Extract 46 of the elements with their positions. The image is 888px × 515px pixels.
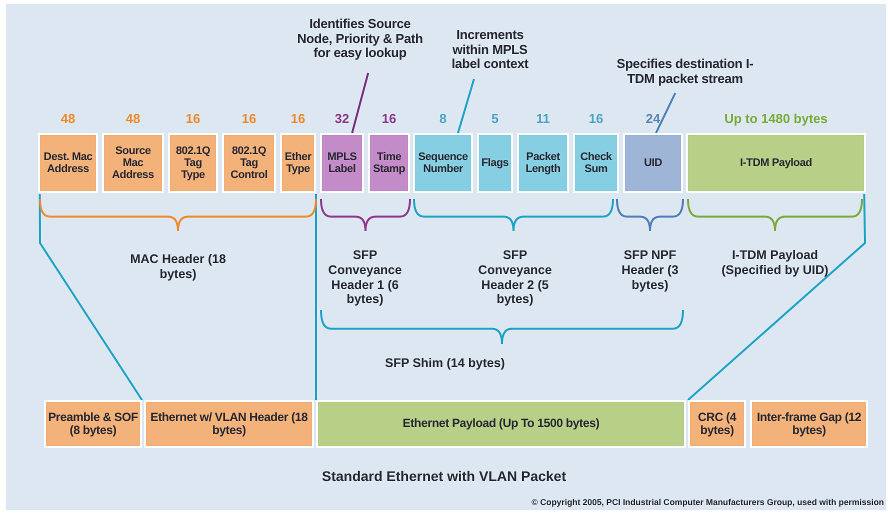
frame-segment-box: Ethernet w/ VLAN Header (18 bytes) — [144, 400, 314, 448]
field-box: UID — [623, 133, 683, 193]
bit-count: 48 — [60, 111, 76, 126]
bit-count: 8 — [438, 111, 448, 126]
frame-segment-box: Preamble & SOF (8 bytes) — [44, 400, 142, 448]
field-box: I-TDM Payload — [686, 133, 866, 193]
bit-count: 16 — [184, 111, 202, 126]
brace-label: SFP Conveyance Header 1 (6 bytes) — [327, 248, 403, 307]
field-box: Packet Length — [517, 133, 569, 193]
expansion-line — [315, 194, 317, 400]
brace-label: SFP Shim (14 bytes) — [384, 356, 506, 371]
field-box: Time Stamp — [368, 133, 410, 193]
brace-label: SFP NPF Header (3 bytes) — [620, 248, 680, 292]
field-box: Sequence Number — [413, 133, 473, 193]
field-box: 802.1Q Tag Control — [222, 133, 276, 193]
leader-line — [655, 92, 676, 134]
bit-count: 16 — [290, 111, 306, 126]
annotation-text: Increments within MPLS label context — [440, 22, 540, 78]
caption: Standard Ethernet with VLAN Packet — [320, 468, 568, 485]
field-box: MPLS Label — [320, 133, 364, 193]
bit-count: Up to 1480 bytes — [723, 111, 829, 126]
bit-count: 16 — [588, 111, 604, 126]
field-box: Dest. Mac Address — [38, 133, 98, 193]
field-box: 802.1Q Tag Type — [168, 133, 218, 193]
frame-segment-box: Ethernet Payload (Up To 1500 bytes) — [316, 400, 686, 448]
expansion-line — [38, 194, 143, 401]
bit-count: 11 — [535, 111, 551, 126]
expansion-line — [687, 194, 866, 401]
annotation-text: Specifies destination I-TDM packet stream — [604, 52, 766, 92]
frame-segment-box: CRC (4 bytes) — [688, 400, 746, 448]
field-box: Flags — [477, 133, 513, 193]
bit-count: 24 — [644, 111, 662, 126]
brace-label: MAC Header (18 bytes) — [129, 252, 227, 282]
frame-segment-box: Inter-frame Gap (12 bytes) — [750, 400, 868, 448]
field-box: Source Mac Address — [102, 133, 164, 193]
annotation-text: Identifies Source Node, Priority & Path for easy lookup — [292, 6, 428, 72]
bit-count: 48 — [124, 111, 142, 126]
copyright-note: © Copyright 2005, PCI Industrial Computer Manufacturers Group, used with permission — [530, 497, 884, 508]
leader-line — [457, 78, 475, 134]
bit-count: 5 — [490, 111, 500, 126]
brace-label: I-TDM Payload (Specified by UID) — [720, 248, 830, 278]
leader-line — [351, 72, 370, 134]
field-box: Check Sum — [573, 133, 619, 193]
brace-label: SFP Conveyance Header 2 (5 bytes) — [477, 248, 553, 307]
bit-count: 16 — [380, 111, 398, 126]
field-box: Ether Type — [280, 133, 316, 193]
